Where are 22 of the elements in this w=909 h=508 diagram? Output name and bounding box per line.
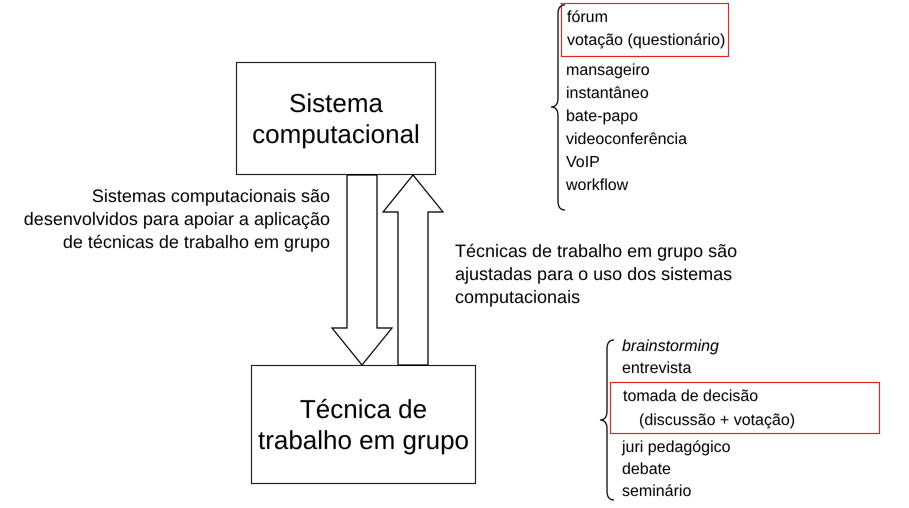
process-box: Técnica de trabalho em grupo bbox=[251, 365, 476, 484]
block-arrow bbox=[330, 174, 394, 366]
list-item: workflow bbox=[566, 176, 628, 196]
list-item: VoIP bbox=[566, 153, 600, 173]
list-item: tomada de decisão (discussão + votação) bbox=[623, 387, 796, 431]
list-item: brainstorming bbox=[622, 337, 719, 357]
edge-label: Sistemas computacionais são desenvolvidos para apoiar a aplicação de técnicas de trabalho em grupo bbox=[22, 185, 330, 254]
list-item: debate bbox=[622, 460, 671, 480]
list-item: entrevista bbox=[622, 359, 692, 379]
list-item: fórum bbox=[567, 8, 608, 28]
list-item: juri pedagógico bbox=[622, 438, 731, 458]
list-item: votação (questionário) bbox=[567, 31, 726, 51]
block-arrow bbox=[382, 174, 444, 366]
edge-label: Técnicas de trabalho em grupo são ajustadas para o uso dos sistemas computacionais bbox=[455, 240, 738, 309]
process-box: Sistema computacional bbox=[236, 62, 436, 175]
list-item: seminário bbox=[622, 482, 692, 502]
list-item: videoconferência bbox=[566, 130, 687, 150]
list-item: mansageiro bbox=[566, 61, 650, 81]
list-item: bate-papo bbox=[566, 107, 638, 127]
highlight-box bbox=[610, 382, 880, 434]
highlight-box bbox=[561, 3, 729, 57]
list-item: instantâneo bbox=[566, 84, 649, 104]
